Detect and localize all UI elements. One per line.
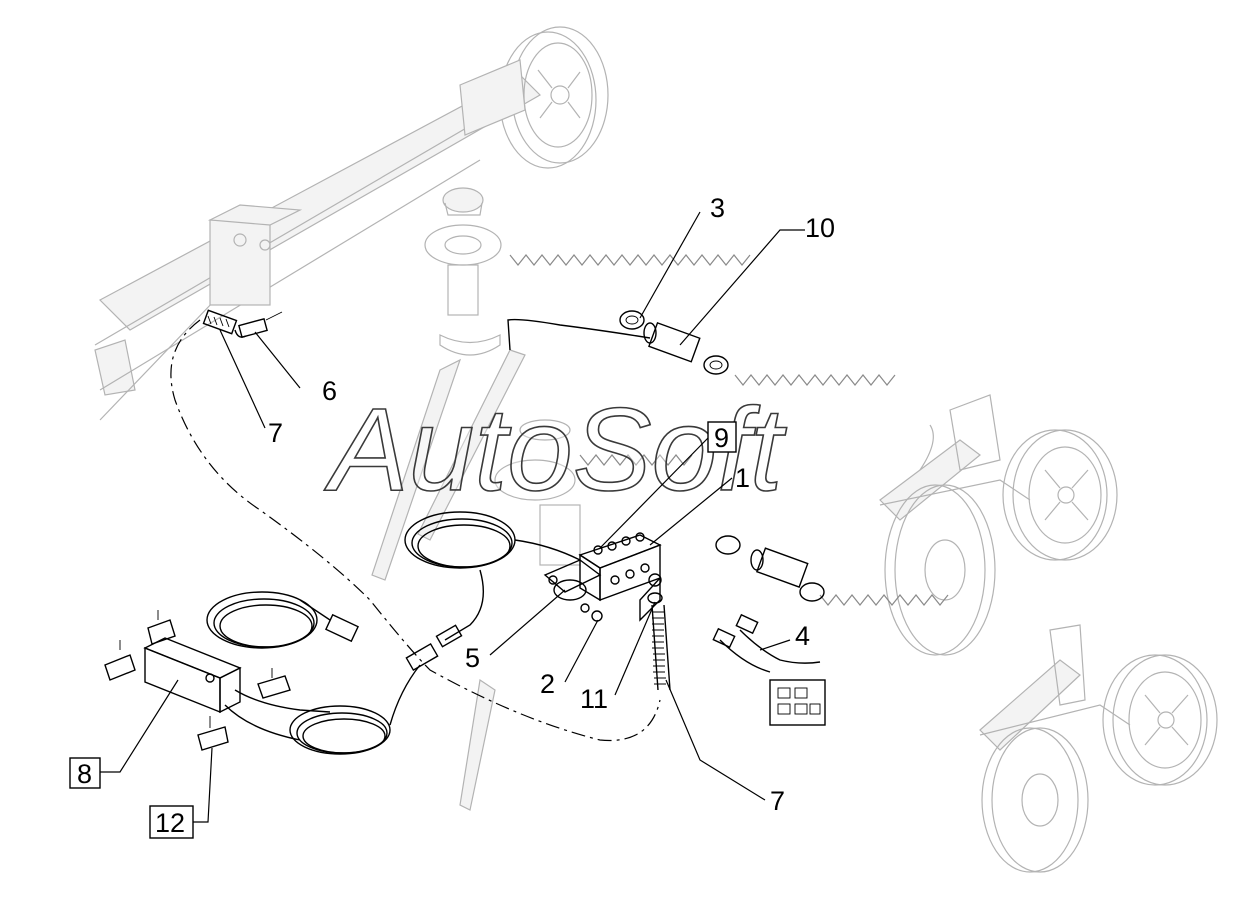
leader-10	[679, 229, 805, 346]
control-box	[143, 637, 331, 741]
leader-7-top	[219, 329, 266, 429]
callout-11: 11	[580, 684, 608, 714]
leader-5	[489, 589, 566, 656]
spring-lower-right	[819, 594, 949, 606]
callout-9: 9	[714, 423, 729, 453]
mounting-brackets	[104, 610, 291, 751]
frame-bracket-block	[209, 219, 271, 306]
callout-10: 10	[805, 213, 835, 243]
sensor-parts	[104, 309, 826, 755]
callout-12: 12	[155, 808, 185, 838]
callout-3: 3	[710, 193, 725, 223]
callout-6: 6	[322, 376, 337, 406]
callout-2: 2	[540, 669, 555, 699]
leader-1	[649, 477, 733, 546]
callout-labels: 3 10 6 7 9 1 4 5 2 11 7 8 12	[69, 193, 835, 839]
leader-7-bottom	[665, 679, 766, 801]
callout-7-bottom: 7	[770, 786, 785, 816]
leader-8	[100, 679, 179, 773]
callout-4: 4	[795, 621, 810, 651]
spring-lower-left	[579, 454, 693, 466]
leader-2	[564, 619, 599, 683]
callout-9-box	[707, 421, 737, 453]
wiring-harness	[712, 613, 826, 726]
cable-coil-left	[206, 591, 359, 649]
leader-9	[599, 437, 709, 549]
connector-top-left	[202, 309, 283, 339]
callout-leaders	[100, 211, 805, 823]
leader-4	[759, 639, 791, 651]
cable-coil-upper	[404, 511, 581, 641]
spring-upper	[509, 254, 751, 266]
callout-1: 1	[735, 463, 750, 493]
shank-center	[371, 187, 581, 811]
spring-mid	[734, 374, 896, 386]
callout-8: 8	[77, 759, 92, 789]
mount-bracket	[543, 559, 603, 622]
cable-routing-path	[170, 319, 661, 742]
corrugated-conduit	[651, 604, 671, 691]
leader-3	[639, 211, 701, 319]
leader-6	[254, 331, 301, 389]
leader-11	[614, 601, 656, 696]
sensor-clamp-upper	[619, 310, 729, 375]
cable-upper	[507, 318, 651, 351]
callout-5: 5	[465, 643, 480, 673]
sensor-clamp-lower	[715, 535, 825, 602]
row-unit-lower-right	[979, 624, 1218, 873]
callout-12-box	[149, 805, 194, 839]
cable-coil-lower	[289, 624, 463, 755]
junction-block	[578, 532, 663, 622]
leader-12	[192, 747, 213, 823]
row-unit-upper-right	[879, 394, 1118, 656]
callout-8-box	[69, 757, 101, 789]
callout-7-top: 7	[268, 418, 283, 448]
machine-frame-ghost	[94, 26, 1218, 873]
frame-plate-left	[94, 339, 136, 396]
